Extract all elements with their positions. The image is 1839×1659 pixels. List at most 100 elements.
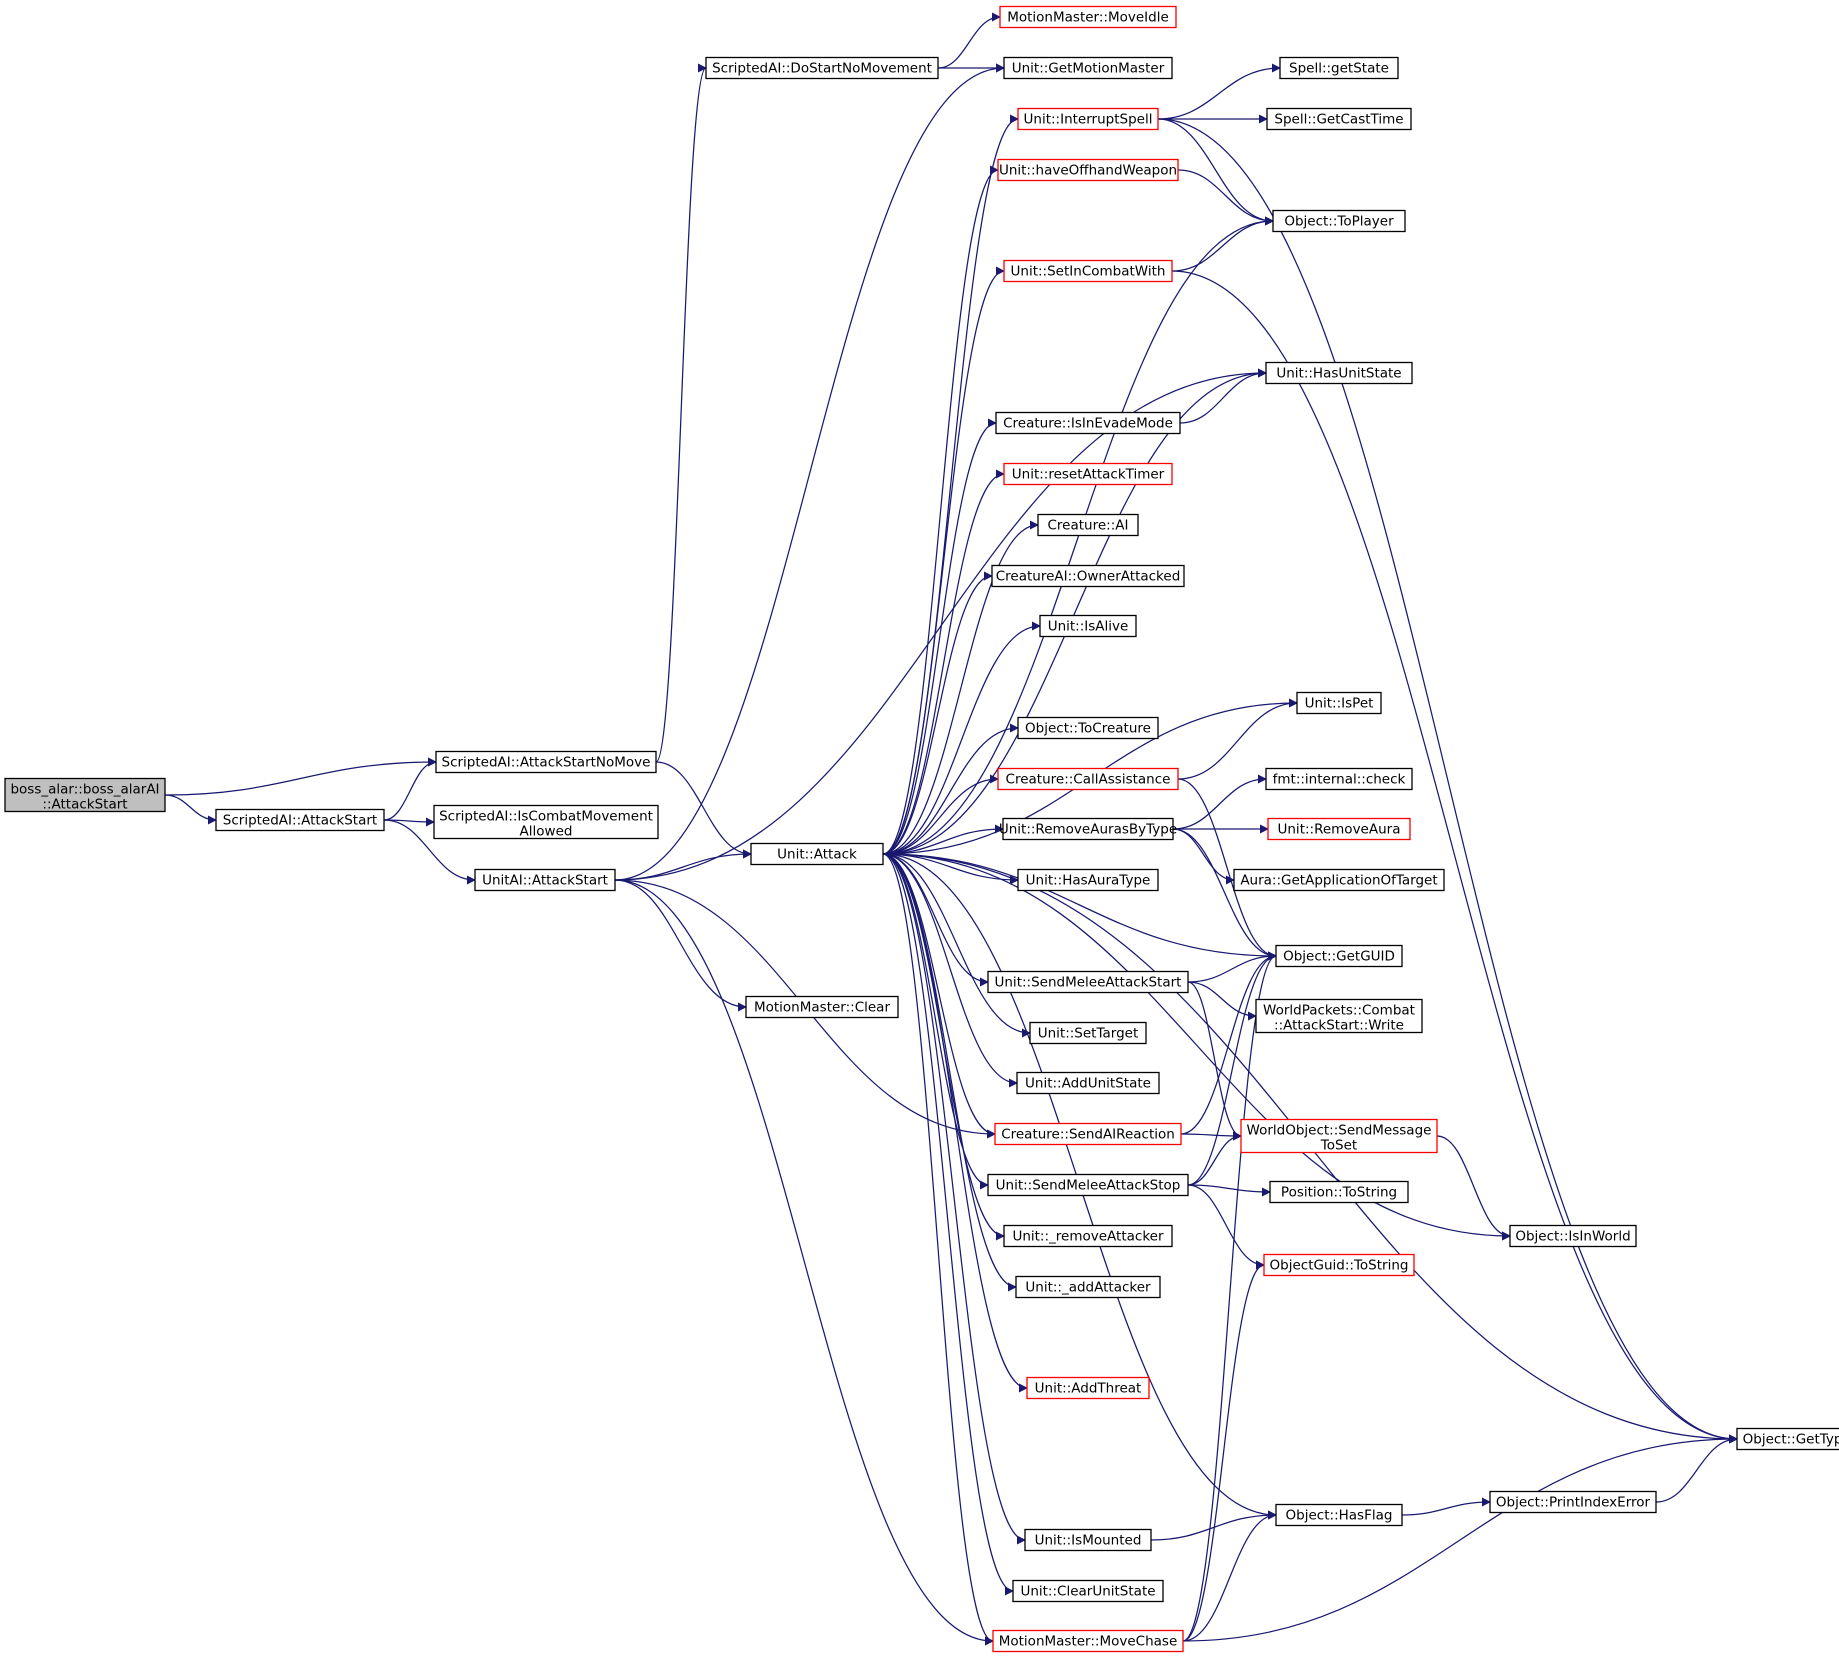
- graph-node-mm-moveidle[interactable]: MotionMaster::MoveIdle: [999, 5, 1177, 29]
- graph-node-o-hasflag[interactable]: Object::HasFlag: [1275, 1503, 1403, 1527]
- graph-node-u-removeaura[interactable]: Unit::RemoveAura: [1267, 817, 1411, 841]
- graph-node-u-clearunitstate[interactable]: Unit::ClearUnitState: [1012, 1579, 1164, 1603]
- edge-o-hasflag-to-o-pie: [1401, 1497, 1491, 1516]
- graph-node-c-callassist[interactable]: Creature::CallAssistance: [997, 767, 1179, 791]
- edge-o-pie-to-o-gettypeid: [1655, 1434, 1738, 1503]
- node-label: Unit::IsMounted: [1035, 1533, 1142, 1549]
- graph-node-fmt-check[interactable]: fmt::internal::check: [1265, 767, 1413, 791]
- graph-node-og-tostring[interactable]: ObjectGuid::ToString: [1263, 1253, 1415, 1277]
- node-label: ToSet: [1320, 1138, 1357, 1154]
- graph-node-wp-write[interactable]: WorldPackets::Combat::AttackStart::Write: [1255, 998, 1423, 1034]
- graph-node-aura-gaot[interactable]: Aura::GetApplicationOfTarget: [1233, 868, 1445, 892]
- graph-node-pos-tostring[interactable]: Position::ToString: [1269, 1180, 1409, 1204]
- node-label: Unit::_addAttacker: [1025, 1280, 1151, 1296]
- edge-u-attack-to-o-toplayer: [882, 216, 1274, 855]
- node-label: ::AttackStart::Write: [1274, 1018, 1404, 1034]
- graph-node-sp-getcasttime[interactable]: Spell::GetCastTime: [1266, 107, 1412, 131]
- edge-u-attack-to-u-addattacker: [882, 853, 1017, 1292]
- node-label: Object::GetGUID: [1283, 949, 1395, 965]
- graph-node-c-sendai[interactable]: Creature::SendAIReaction: [994, 1122, 1182, 1146]
- edge-u-attack-to-o-tocreature: [882, 723, 1019, 855]
- node-box: [995, 411, 1181, 435]
- graph-node-root: boss_alar::boss_alarAI::AttackStart: [4, 777, 166, 813]
- node-box: [745, 995, 899, 1019]
- node-box: [1002, 817, 1174, 841]
- node-box: [1039, 614, 1137, 638]
- graph-node-sai-dsnm[interactable]: ScriptedAI::DoStartNoMovement: [705, 56, 939, 80]
- node-box: [1016, 1071, 1160, 1095]
- node-label: WorldPackets::Combat: [1263, 1003, 1415, 1019]
- graph-node-u-gmm[interactable]: Unit::GetMotionMaster: [1003, 56, 1173, 80]
- node-label: Unit::InterruptSpell: [1024, 112, 1153, 128]
- graph-node-u-ispet[interactable]: Unit::IsPet: [1296, 691, 1382, 715]
- graph-node-sai-asnm[interactable]: ScriptedAI::AttackStartNoMove: [435, 750, 657, 774]
- node-box: [1003, 259, 1173, 283]
- graph-node-sp-getstate[interactable]: Spell::getState: [1279, 56, 1399, 80]
- graph-node-o-tocreature[interactable]: Object::ToCreature: [1017, 716, 1159, 740]
- graph-node-u-attack[interactable]: Unit::Attack: [750, 842, 884, 866]
- graph-node-u-offhand[interactable]: Unit::haveOffhandWeapon: [997, 158, 1179, 182]
- graph-node-c-evade[interactable]: Creature::IsInEvadeMode: [995, 411, 1181, 435]
- edge-u-interrupt-to-o-toplayer: [1157, 118, 1274, 226]
- node-box: [1275, 1503, 1403, 1527]
- graph-node-u-settarget[interactable]: Unit::SetTarget: [1029, 1021, 1147, 1045]
- graph-node-u-removeattacker[interactable]: Unit::_removeAttacker: [1003, 1224, 1173, 1248]
- node-label: Creature::CallAssistance: [1006, 772, 1171, 788]
- node-label: Unit::GetMotionMaster: [1012, 61, 1165, 77]
- node-label: ScriptedAI::DoStartNoMovement: [712, 61, 932, 77]
- graph-node-u-smastop[interactable]: Unit::SendMeleeAttackStop: [987, 1173, 1189, 1197]
- graph-node-cai-owner[interactable]: CreatureAI::OwnerAttacked: [991, 564, 1185, 588]
- node-box: [1489, 1490, 1657, 1514]
- edge-u-smastop-to-og-tostring: [1187, 1184, 1265, 1270]
- node-label: Position::ToString: [1281, 1185, 1397, 1201]
- node-label: ScriptedAI::AttackStart: [223, 813, 377, 829]
- node-label: Unit::HasUnitState: [1276, 366, 1401, 382]
- node-box: [1240, 1118, 1438, 1154]
- edge-u-attack-to-c-evade: [882, 418, 997, 855]
- graph-node-u-hasunitstate[interactable]: Unit::HasUnitState: [1265, 361, 1413, 385]
- graph-node-o-gettypeid[interactable]: Object::GetTypeId: [1736, 1427, 1839, 1451]
- edge-u-sicw-to-o-gettypeid: [1171, 270, 1738, 1444]
- edge-u-smastop-to-wo-sendmsg: [1187, 1131, 1242, 1186]
- graph-node-o-isinworld[interactable]: Object::IsInWorld: [1509, 1224, 1637, 1248]
- edge-u-interrupt-to-o-gettypeid: [1157, 118, 1738, 1444]
- edge-sai-as-to-uai-as: [383, 819, 476, 885]
- node-label: Creature::IsInEvadeMode: [1003, 416, 1173, 432]
- graph-node-u-hasauratype[interactable]: Unit::HasAuraType: [1017, 868, 1159, 892]
- node-box: [1296, 691, 1382, 715]
- node-label: Unit::AddThreat: [1035, 1381, 1142, 1397]
- edge-sai-asnm-to-u-attack: [655, 761, 752, 859]
- graph-node-mm-clear[interactable]: MotionMaster::Clear: [745, 995, 899, 1019]
- graph-node-o-pie[interactable]: Object::PrintIndexError: [1489, 1490, 1657, 1514]
- node-box: [1267, 817, 1411, 841]
- graph-node-u-resetat[interactable]: Unit::resetAttackTimer: [1003, 462, 1173, 486]
- graph-node-u-interrupt[interactable]: Unit::InterruptSpell: [1017, 107, 1159, 131]
- node-box: [1015, 1275, 1161, 1299]
- edge-u-sicw-to-o-toplayer: [1171, 216, 1274, 272]
- graph-node-o-getguid[interactable]: Object::GetGUID: [1275, 944, 1403, 968]
- graph-node-c-ai[interactable]: Creature::AI: [1037, 513, 1139, 537]
- graph-node-u-addthreat[interactable]: Unit::AddThreat: [1026, 1376, 1150, 1400]
- graph-node-u-smas[interactable]: Unit::SendMeleeAttackStart: [987, 970, 1189, 994]
- graph-node-u-addunitstate[interactable]: Unit::AddUnitState: [1016, 1071, 1160, 1095]
- edge-u-attack-to-u-hasunitstate: [882, 368, 1267, 855]
- graph-node-mm-movechase[interactable]: MotionMaster::MoveChase: [992, 1629, 1184, 1653]
- node-box: [1017, 868, 1159, 892]
- graph-node-o-toplayer[interactable]: Object::ToPlayer: [1272, 209, 1406, 233]
- graph-node-u-isalive[interactable]: Unit::IsAlive: [1039, 614, 1137, 638]
- node-label: Unit::IsAlive: [1048, 619, 1129, 635]
- edge-sai-dsnm-to-mm-moveidle: [937, 12, 1001, 69]
- graph-node-u-ismounted[interactable]: Unit::IsMounted: [1024, 1528, 1152, 1552]
- node-box: [1003, 56, 1173, 80]
- graph-node-u-sicw[interactable]: Unit::SetInCombatWith: [1003, 259, 1173, 283]
- node-label: boss_alar::boss_alarAI: [10, 782, 159, 798]
- graph-node-u-addattacker[interactable]: Unit::_addAttacker: [1015, 1275, 1161, 1299]
- edge-u-attack-to-cai-owner: [882, 571, 993, 855]
- node-box: [1279, 56, 1399, 80]
- graph-node-uai-as[interactable]: UnitAI::AttackStart: [474, 868, 616, 892]
- graph-node-sai-as[interactable]: ScriptedAI::AttackStart: [215, 808, 385, 832]
- node-label: Unit::Attack: [777, 847, 857, 863]
- graph-node-u-rabt[interactable]: Unit::RemoveAurasByType: [999, 817, 1177, 841]
